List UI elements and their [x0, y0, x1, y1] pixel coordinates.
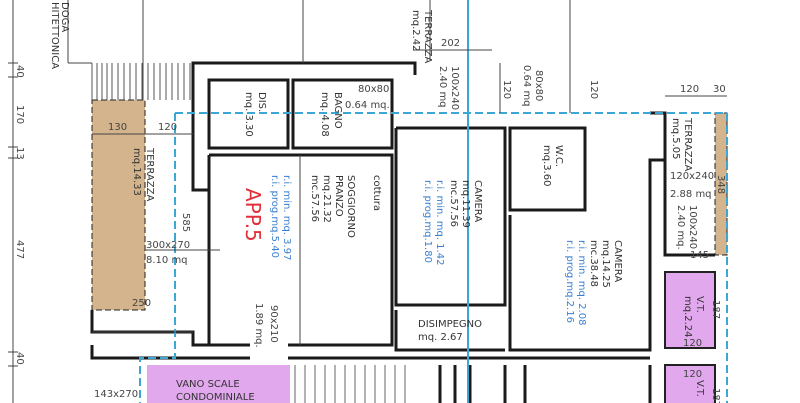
window-100b-area: 2.40 mq. [675, 205, 686, 250]
bagno-label: BAGNO [332, 92, 343, 129]
dim-120-vt2: 120 [683, 369, 702, 380]
dim-187b: 187 [710, 388, 721, 403]
soggiorno-area: mq.21.32 [321, 175, 332, 223]
camera1-label: CAMERA [472, 180, 483, 222]
window-300-area: 8.10 mq [146, 255, 188, 266]
railing-hatch [91, 63, 191, 100]
window-120-area: 2.88 mq [670, 189, 712, 200]
vt2-fill [664, 364, 716, 403]
dim-250: 250 [132, 298, 151, 309]
disimpegno-label: DISIMPEGNO [418, 319, 482, 330]
dim-40-top: 40 [14, 65, 25, 78]
bagno-area: mq. 4.08 [319, 92, 330, 137]
dim-145: 145 [690, 250, 709, 261]
door-90: 90x210 [268, 305, 279, 343]
dis-area: mq. 3.30 [243, 92, 254, 137]
dim-120-left: 120 [158, 122, 177, 133]
walls [90, 61, 715, 403]
dim-120-vt1: 120 [683, 338, 702, 349]
loggia-label-2: HITETTONICA [49, 2, 60, 69]
dim-202: 202 [441, 38, 460, 49]
dim-13: 13 [14, 147, 25, 160]
dimension-lines [8, 0, 727, 403]
loggia-label: DOGA [59, 2, 70, 32]
camera1-volume: mc.57.56 [448, 180, 459, 227]
stairwell-label: VANO SCALE [176, 379, 240, 390]
cottura-label: cottura [371, 175, 382, 211]
dim-120-right: 120 [680, 84, 699, 95]
dim-120-b: 120 [588, 80, 599, 99]
vt1-fill [664, 271, 716, 349]
terrace-right-label: TERRAZZA [682, 117, 693, 171]
wc-area: mq.3.60 [541, 145, 552, 187]
stairwell-label-2: CONDOMINIALE [176, 392, 255, 403]
camera2-area: mq.14.25 [600, 240, 611, 288]
camera2-ri-min: r.i. min. mq. 2.08 [576, 240, 587, 325]
stairwell-fill [147, 365, 290, 403]
camera2-label: CAMERA [612, 240, 623, 282]
dim-40-bottom: 40 [14, 352, 25, 365]
window-143: 143x270 [94, 389, 138, 400]
window-300: 300x270 [146, 240, 190, 251]
dim-477: 477 [14, 240, 25, 259]
dim-170: 170 [14, 105, 25, 124]
terrace-right-area: mq.5.05 [670, 118, 681, 160]
terrace-top-area: mq.2.42 [410, 10, 421, 52]
apartment-label: APP.5 [241, 188, 265, 242]
window-120: 120x240 [670, 171, 714, 182]
dim-348: 348 [715, 175, 726, 194]
unit-boundary-dashed [139, 112, 728, 403]
camera2-volume: mc.38.48 [588, 240, 599, 287]
dim-130: 130 [108, 122, 127, 133]
dim-585: 585 [180, 213, 191, 232]
window-100a-area: 2.40 mq [437, 66, 448, 108]
vt2-label: V.T. [694, 380, 705, 397]
soggiorno-label-2: PRANZO [333, 175, 344, 217]
camera1-ri-prog: r.i. prog.mq.1.80 [422, 180, 433, 263]
camera1-ri-min: r.i. min. mq. 1.42 [434, 180, 445, 265]
dim-187a: 187 [710, 300, 721, 319]
soggiorno-volume: mc.57.56 [309, 175, 320, 222]
dim-120-a: 120 [501, 80, 512, 99]
window-100b: 100x240 [687, 205, 698, 249]
window-80b: 80x80 [533, 70, 544, 101]
vt1-area: mq.2.24 [682, 296, 693, 338]
dim-30: 30 [713, 84, 726, 95]
camera1-area: mq.11.39 [460, 180, 471, 228]
soggiorno-label: SOGGIORNO [345, 175, 356, 238]
dis-label: DIS. [256, 92, 267, 112]
soggiorno-ri-prog: r.i. prog.mq.5.40 [269, 175, 280, 258]
window-80a: 80x80 [358, 84, 389, 95]
soggiorno-ri-min: r.i. min. mq. 3.97 [281, 175, 292, 260]
stairs-treads [294, 365, 406, 403]
wc-label: W.C. [553, 145, 564, 167]
door-90-area: 1.89 mq. [253, 303, 264, 348]
window-80b-area: 0.64 mq [521, 65, 532, 107]
window-100a: 100x240 [449, 66, 460, 110]
window-80a-area: 0.64 mq. [345, 100, 390, 111]
vt1-label: V.T. [694, 296, 705, 313]
terrace-left-area: mq.14.33 [131, 148, 142, 196]
terrace-left-label: TERRAZZA [144, 147, 155, 201]
terrace-left-fill [91, 99, 146, 311]
disimpegno-area: mq. 2.67 [418, 332, 463, 343]
camera2-ri-prog: r.i. prog.mq.2.16 [564, 240, 575, 323]
terrace-top-label: TERRAZZA [422, 9, 433, 63]
